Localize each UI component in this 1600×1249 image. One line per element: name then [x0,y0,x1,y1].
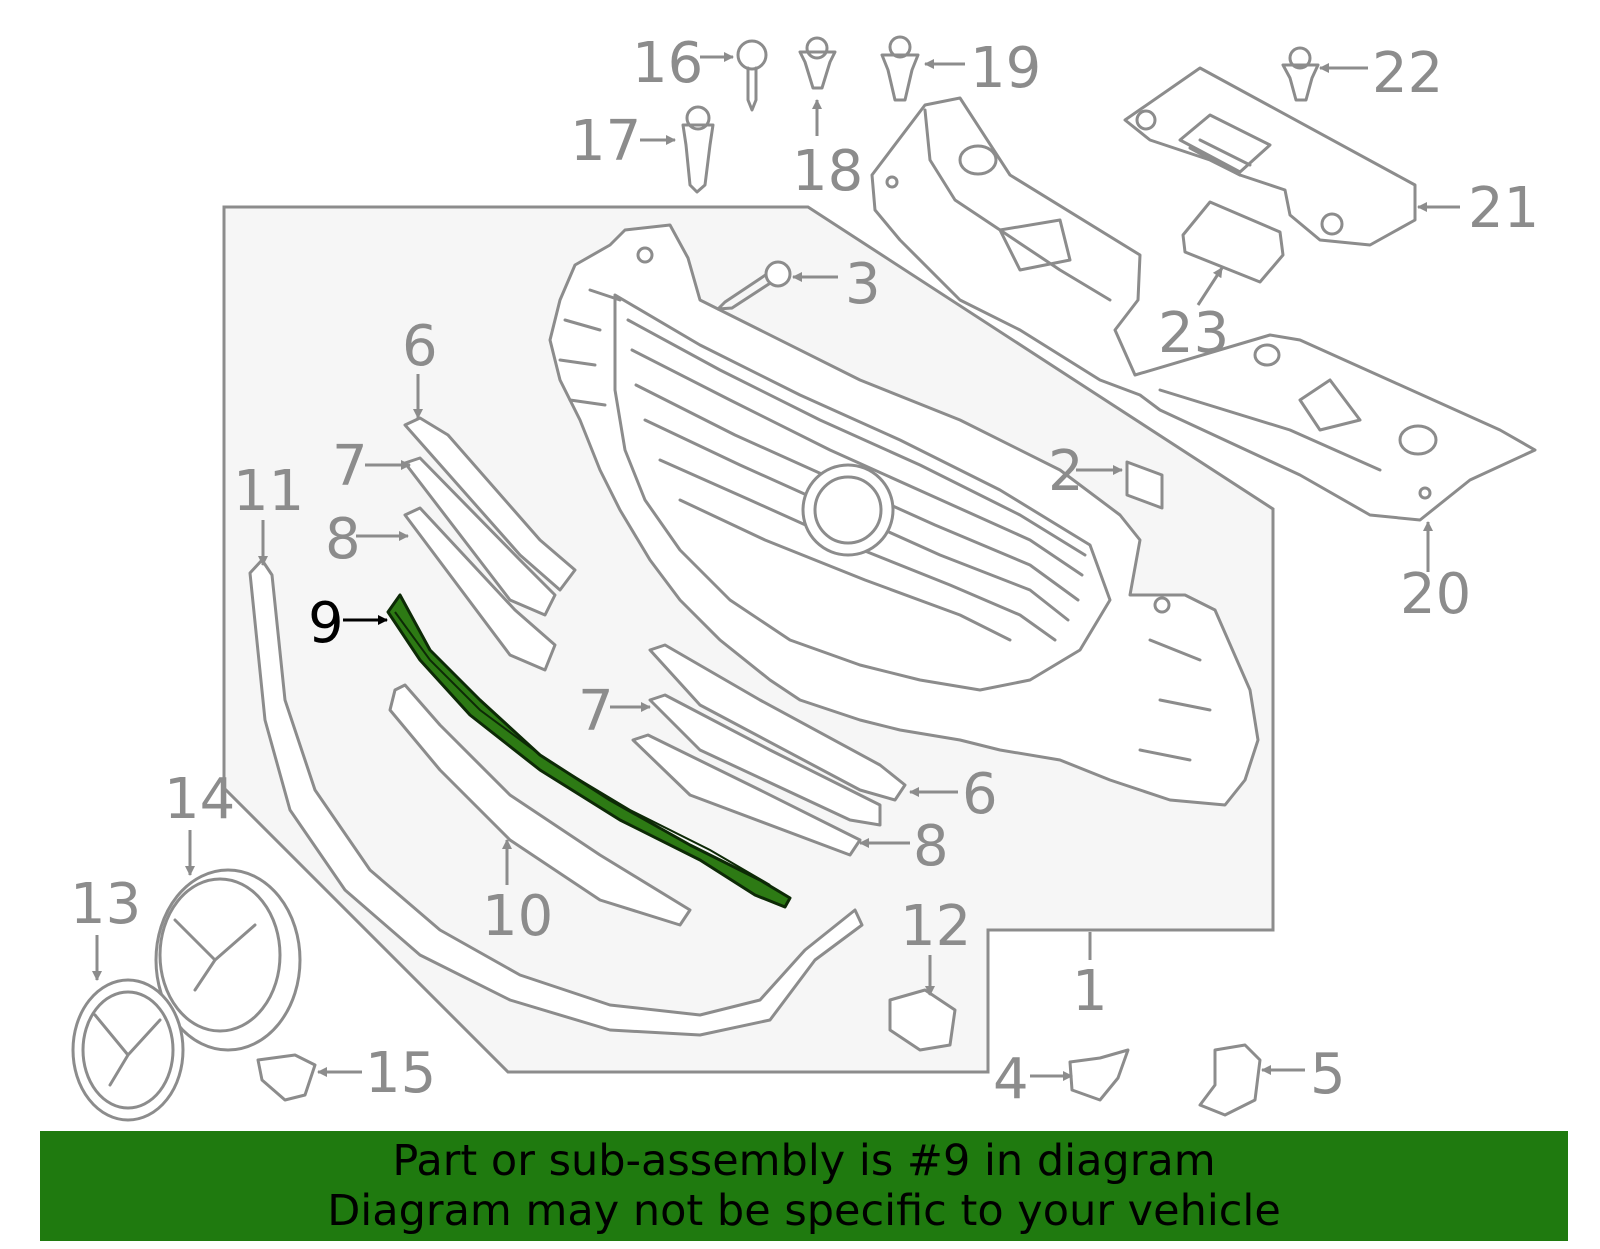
callout-16: 20 [1400,562,1471,627]
callout-7-right: 7 [578,679,614,744]
callout-21: 21 [1468,176,1539,241]
callout-1: 1 [1072,959,1108,1024]
callout-6-right: 6 [962,762,998,827]
lower-frame-11 [248,558,864,1037]
banner-line-part: Part or sub-assembly is #9 in diagram [392,1136,1216,1186]
callout-10: 10 [482,884,553,949]
fastener-18 [681,105,715,194]
callout-5: 5 [1310,1042,1346,1107]
clip-15 [256,1053,317,1102]
molding-right-6-7-8 [631,643,907,857]
callout-2: 2 [1048,439,1084,504]
callout-3: 3 [845,252,881,317]
callout-17: 16 [632,31,703,96]
upper-support-bracket-16 [870,96,1537,522]
callout-12: 12 [900,894,971,959]
callout-22: 22 [1372,41,1443,106]
screw-3 [716,260,792,311]
fastener-20 [880,35,920,102]
callout-leaders [92,52,1460,1081]
fastener-17 [736,39,768,112]
fastener-19 [798,36,837,90]
callout-8-right: 8 [913,814,949,879]
callout-4: 4 [993,1047,1029,1112]
callout-11: 11 [233,459,304,524]
emblem-base-14 [154,868,302,1052]
block-23 [1181,200,1285,284]
main-grille-1 [548,223,1260,807]
callout-13: 13 [70,872,141,937]
callout-9: 9 [308,591,344,656]
fastener-22 [1281,46,1320,102]
callout-8-left: 8 [325,507,361,572]
callout-7-left: 7 [332,434,368,499]
banner-line-disclaimer: Diagram may not be specific to your vehi… [327,1186,1281,1236]
clip-5 [1198,1043,1262,1117]
callout-6-left: 6 [402,314,438,379]
callout-14: 14 [164,767,235,832]
callout-20: 19 [970,36,1041,101]
molding-left-6-7-8 [403,416,577,672]
clip-4 [1068,1048,1130,1102]
highlighted-part-9 [386,593,792,909]
callout-15: 15 [365,1041,436,1106]
emblem-13 [71,978,185,1122]
callout-19: 18 [792,139,863,204]
part-info-banner: Part or sub-assembly is #9 in diagram Di… [40,1131,1568,1241]
callout-23: 23 [1158,301,1229,366]
callout-18: 17 [570,109,641,174]
molding-10 [388,683,692,927]
clip-2 [1125,460,1164,510]
callout-labels: 16 18 19 17 22 21 23 3 2 20 6 7 8 11 9 7… [70,31,1539,1112]
under-cover-21 [1123,66,1417,247]
